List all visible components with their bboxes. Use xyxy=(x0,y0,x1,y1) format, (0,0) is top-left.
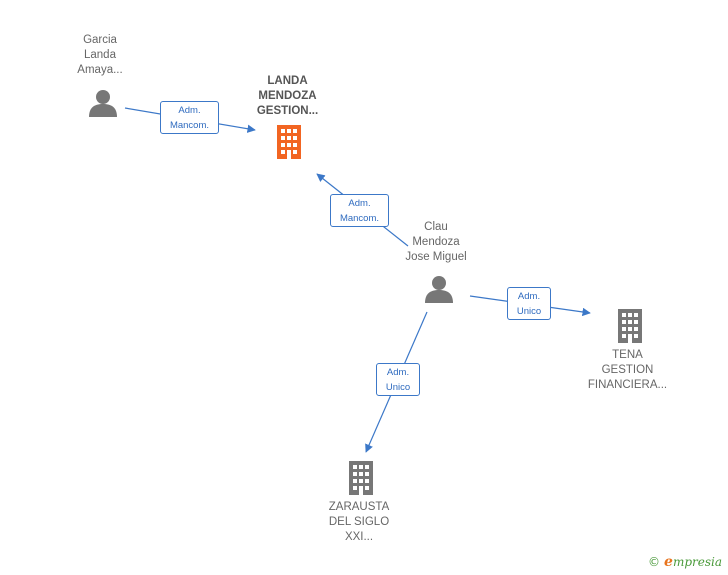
edge-label-line1: Adm. xyxy=(178,105,201,116)
company-tena-line1: TENA xyxy=(612,349,643,361)
person-clau-line3: Jose Miguel xyxy=(405,251,467,263)
person-garcia-label[interactable]: Garcia Landa Amaya... xyxy=(60,33,140,78)
building-icon[interactable] xyxy=(615,309,645,343)
company-landa-label[interactable]: LANDA MENDOZA GESTION... xyxy=(240,74,335,119)
company-tena-line2: GESTION xyxy=(601,364,654,376)
company-tena-line3: FINANCIERA... xyxy=(587,379,668,391)
brand-initial: e xyxy=(664,554,673,570)
company-tena-label[interactable]: TENA GESTION FINANCIERA... xyxy=(580,348,675,393)
person-clau-line2: Mendoza xyxy=(412,236,460,248)
brand-rest: mpresia xyxy=(672,555,722,569)
person-icon[interactable] xyxy=(424,274,454,304)
copyright-symbol: © xyxy=(648,555,661,569)
edge-label-clau-tena[interactable]: Adm. Unico xyxy=(507,287,551,320)
company-zarausta-line2: DEL SIGLO xyxy=(328,516,390,528)
company-landa-line3: GESTION... xyxy=(256,105,319,117)
edge-label-line2: Unico xyxy=(516,306,542,317)
edge-label-clau-landa[interactable]: Adm. Mancom. xyxy=(330,194,389,227)
edge-label-line1: Adm. xyxy=(348,198,371,209)
person-icon[interactable] xyxy=(88,88,118,118)
person-garcia-line1: Garcia xyxy=(83,34,117,46)
edge-label-garcia-landa[interactable]: Adm. Mancom. xyxy=(160,101,219,134)
edge-label-line1: Adm. xyxy=(517,291,541,302)
edge-label-line2: Mancom. xyxy=(169,120,210,131)
edge-label-clau-zarausta[interactable]: Adm. Unico xyxy=(376,363,420,396)
company-zarausta-line1: ZARAUSTA xyxy=(328,501,390,513)
person-garcia-line2: Landa xyxy=(84,49,116,61)
edge-label-line2: Unico xyxy=(385,382,411,393)
building-icon[interactable] xyxy=(346,461,376,495)
person-clau-line1: Clau xyxy=(424,221,448,233)
company-zarausta-label[interactable]: ZARAUSTA DEL SIGLO XXI... xyxy=(314,500,404,545)
person-garcia-line3: Amaya... xyxy=(77,64,123,76)
building-icon[interactable] xyxy=(274,125,304,159)
edge-label-line2: Mancom. xyxy=(339,213,380,224)
person-clau-label[interactable]: Clau Mendoza Jose Miguel xyxy=(391,220,481,265)
edge-label-line1: Adm. xyxy=(386,367,410,378)
company-zarausta-line3: XXI... xyxy=(344,531,374,543)
company-landa-line1: LANDA xyxy=(267,75,308,87)
empresia-watermark: ©empresia xyxy=(648,554,722,570)
company-landa-line2: MENDOZA xyxy=(258,90,317,102)
